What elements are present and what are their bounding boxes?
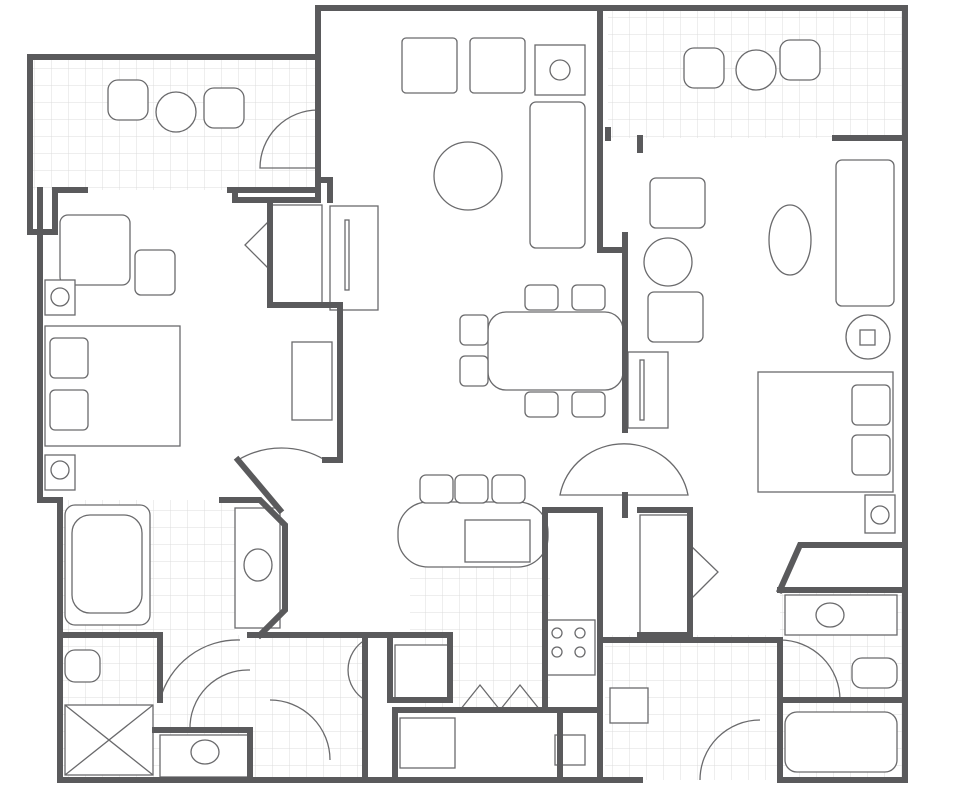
furniture <box>44 37 898 781</box>
sofa <box>529 101 586 249</box>
coffee-table <box>768 204 812 276</box>
dresser <box>627 351 669 429</box>
wall-segment <box>232 177 333 203</box>
entry-door-swing <box>269 699 331 761</box>
dining-chair <box>571 284 606 311</box>
patio-chair <box>683 47 725 89</box>
armchair <box>469 37 526 94</box>
dining-chair <box>571 391 606 418</box>
wall-segment <box>367 632 453 703</box>
pillow <box>49 337 89 379</box>
wall-segment <box>219 497 288 640</box>
patio-chair <box>779 39 821 81</box>
wall-segment <box>267 197 333 308</box>
kitchen-sink <box>464 519 531 563</box>
wall-segment <box>152 727 253 783</box>
armchair <box>647 291 704 343</box>
shower-drain <box>64 704 154 776</box>
toilet <box>851 657 898 689</box>
vanity <box>784 594 898 636</box>
wall-segment <box>322 302 343 463</box>
lamp-icon <box>859 329 876 346</box>
burner-icon <box>574 646 586 658</box>
closet-door <box>689 543 719 602</box>
sink <box>815 602 845 628</box>
closet-door-swing <box>347 639 366 701</box>
lamp-icon <box>549 59 571 81</box>
bedroom-door-swing <box>237 447 326 461</box>
refrigerator <box>394 644 451 701</box>
dining-chair <box>459 355 489 387</box>
burner-icon <box>551 627 563 639</box>
bathtub-inner <box>71 514 143 614</box>
bar-stool <box>419 474 454 504</box>
entry-floor <box>250 635 365 780</box>
tv-console <box>329 205 379 311</box>
closet-door <box>244 218 271 272</box>
closet <box>271 204 323 306</box>
laundry-door-swing <box>699 719 761 781</box>
side-table <box>643 237 693 287</box>
tv-icon <box>344 219 350 291</box>
bath-door-swing <box>779 639 841 701</box>
coffee-table <box>433 141 503 211</box>
armchair <box>59 214 131 286</box>
bar-stool <box>454 474 489 504</box>
bistro-table <box>155 91 197 133</box>
sofa <box>835 159 895 307</box>
bath-door-swing <box>189 669 251 731</box>
patio-chair <box>203 87 245 129</box>
sink <box>190 739 220 765</box>
closet <box>639 514 691 636</box>
wall-segment <box>637 507 693 638</box>
armchair <box>401 37 458 94</box>
lamp-icon <box>50 287 70 307</box>
lamp-icon <box>50 460 70 480</box>
sink <box>243 548 273 582</box>
armchair <box>649 177 706 229</box>
dining-table <box>487 311 624 391</box>
bathtub <box>784 711 898 773</box>
entry-door-swing <box>259 109 319 169</box>
pillow <box>851 384 891 426</box>
bedroom-door-swing <box>559 443 689 496</box>
wall-segment <box>233 455 285 515</box>
bistro-table <box>735 49 777 91</box>
walls <box>27 5 908 783</box>
utility-sink <box>609 687 649 724</box>
burner-icon <box>574 627 586 639</box>
dining-chair <box>459 314 489 346</box>
tv-icon <box>639 359 645 421</box>
dining-chair <box>524 284 559 311</box>
bath-door-swing <box>159 639 241 701</box>
dining-chair <box>524 391 559 418</box>
ottoman <box>134 249 176 296</box>
washer <box>399 717 456 769</box>
lamp-icon <box>870 505 890 525</box>
pillow <box>851 434 891 476</box>
stove <box>544 619 596 676</box>
burner-icon <box>551 646 563 658</box>
dresser <box>291 341 333 421</box>
patio-chair <box>107 79 149 121</box>
pillow <box>49 389 89 431</box>
bar-stool <box>491 474 526 504</box>
toilet <box>64 649 101 683</box>
wall-segment <box>776 542 908 594</box>
